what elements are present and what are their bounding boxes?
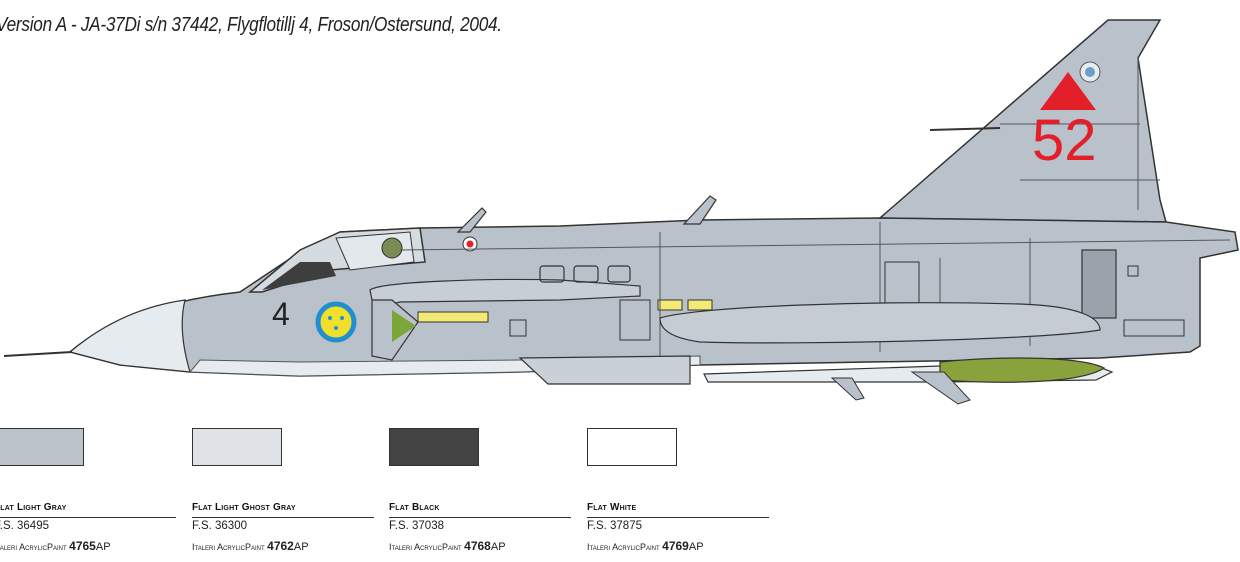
fs-code: F.S. 37038 bbox=[389, 520, 444, 532]
brand-name: Italeri AcrylicPaint bbox=[389, 542, 462, 552]
paint-code: 4762 bbox=[267, 539, 294, 553]
paint-name: Flat Light Gray bbox=[0, 502, 67, 513]
paint-code: 4769 bbox=[662, 539, 689, 553]
paint-code: 4765 bbox=[69, 539, 96, 553]
divider bbox=[192, 517, 374, 518]
fs-code: F.S. 36495 bbox=[0, 520, 49, 532]
brand-line: Italeri AcrylicPaint 4769AP bbox=[587, 539, 704, 553]
paint-swatch-light-ghost-gray: Flat Light Ghost Gray F.S. 36300 Italeri… bbox=[192, 428, 430, 558]
brand-line: Italeri AcrylicPaint 4765AP bbox=[0, 539, 111, 553]
divider bbox=[389, 517, 571, 518]
divider bbox=[0, 517, 176, 518]
tail-number: 52 bbox=[1032, 108, 1097, 173]
brand-name: Italeri AcrylicPaint bbox=[192, 542, 265, 552]
fs-code: F.S. 37875 bbox=[587, 520, 642, 532]
fuselage-number: 4 bbox=[272, 296, 290, 332]
divider bbox=[587, 517, 769, 518]
fs-code: F.S. 36300 bbox=[192, 520, 247, 532]
paint-suffix: AP bbox=[293, 541, 309, 553]
version-caption: Version A - JA-37Di s/n 37442, Flygfloti… bbox=[0, 14, 502, 36]
paint-name: Flat Black bbox=[389, 502, 440, 513]
color-chip bbox=[192, 428, 282, 466]
jet-fighter-side-profile-icon bbox=[3, 19, 1239, 405]
paint-suffix: AP bbox=[95, 541, 111, 553]
brand-name: Italeri AcrylicPaint bbox=[587, 542, 660, 552]
paint-code: 4768 bbox=[464, 539, 491, 553]
paint-swatch-white: Flat White F.S. 37875 Italeri AcrylicPai… bbox=[587, 428, 825, 558]
paint-swatch-light-gray: Flat Light Gray F.S. 36495 Italeri Acryl… bbox=[0, 428, 232, 558]
brand-name: Italeri AcrylicPaint bbox=[0, 542, 67, 552]
paint-name: Flat Light Ghost Gray bbox=[192, 502, 296, 513]
color-chip bbox=[587, 428, 677, 466]
color-chip bbox=[0, 428, 84, 466]
brand-line: Italeri AcrylicPaint 4762AP bbox=[192, 539, 309, 553]
paint-name: Flat White bbox=[587, 502, 637, 513]
brand-line: Italeri AcrylicPaint 4768AP bbox=[389, 539, 506, 553]
paint-suffix: AP bbox=[490, 541, 506, 553]
paint-suffix: AP bbox=[688, 541, 704, 553]
color-chip bbox=[389, 428, 479, 466]
paint-swatch-black: Flat Black F.S. 37038 Italeri AcrylicPai… bbox=[389, 428, 627, 558]
